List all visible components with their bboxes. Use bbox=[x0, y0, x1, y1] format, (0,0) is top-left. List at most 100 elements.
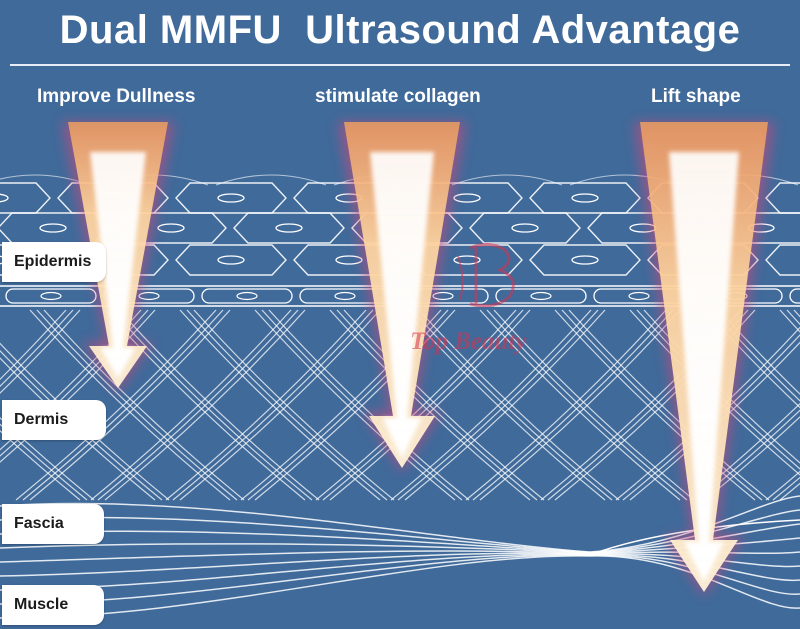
epidermis-cell bbox=[529, 182, 641, 214]
collagen-fiber bbox=[29, 309, 231, 501]
collagen-fiber bbox=[104, 309, 306, 501]
cell-nucleus bbox=[453, 255, 481, 265]
fascia-line bbox=[0, 554, 800, 605]
collagen-fiber bbox=[15, 309, 217, 501]
collagen-fiber bbox=[472, 309, 674, 501]
collagen-fiber bbox=[0, 417, 95, 501]
collagen-fiber bbox=[704, 416, 800, 501]
collagen-fiber bbox=[411, 309, 613, 501]
collagen-fiber bbox=[343, 309, 545, 501]
watermark-logo bbox=[457, 243, 515, 308]
layer-label-dermis: Dermis bbox=[2, 400, 106, 440]
fascia-line bbox=[0, 553, 800, 591]
collagen-fiber bbox=[254, 309, 456, 501]
basal-nucleus bbox=[530, 291, 552, 301]
cell-nucleus bbox=[217, 193, 245, 203]
benefit-label-collagen: stimulate collagen bbox=[315, 86, 481, 107]
epidermis-cell bbox=[175, 244, 287, 276]
collagen-fiber bbox=[336, 309, 538, 501]
collagen-fiber bbox=[561, 309, 763, 501]
epidermis-cell bbox=[529, 244, 641, 276]
collagen-fiber bbox=[97, 309, 299, 501]
collagen-fiber bbox=[90, 309, 292, 501]
collagen-fiber bbox=[397, 309, 599, 501]
cell-nucleus bbox=[571, 255, 599, 265]
collagen-fiber bbox=[568, 309, 770, 501]
collagen-fiber bbox=[493, 309, 695, 501]
benefit-label-lift: Lift shape bbox=[651, 86, 741, 107]
collagen-fiber bbox=[261, 309, 463, 501]
collagen-fiber bbox=[329, 309, 531, 501]
fascia-muscle-lines bbox=[0, 495, 800, 619]
cell-nucleus bbox=[157, 223, 185, 233]
basal-cell bbox=[5, 288, 97, 304]
collagen-fiber bbox=[268, 309, 470, 501]
basal-cell bbox=[789, 288, 800, 304]
basal-nucleus bbox=[334, 291, 356, 301]
collagen-fiber bbox=[315, 309, 517, 501]
collagen-fiber bbox=[404, 309, 606, 501]
collagen-fiber bbox=[486, 309, 688, 501]
collagen-fiber bbox=[179, 309, 381, 501]
collagen-fiber bbox=[465, 309, 667, 501]
collagen-fiber bbox=[0, 309, 67, 381]
collagen-fiber bbox=[697, 409, 800, 501]
collagen-fiber bbox=[418, 309, 620, 501]
epidermis-cell bbox=[233, 212, 345, 244]
beam-core bbox=[370, 152, 434, 458]
beam-core bbox=[90, 152, 146, 378]
basal-nucleus bbox=[40, 291, 62, 301]
cell-outline bbox=[215, 174, 327, 186]
collagen-fiber bbox=[629, 341, 800, 501]
cell-nucleus bbox=[217, 255, 245, 265]
collagen-fiber bbox=[322, 309, 524, 501]
collagen-fiber bbox=[329, 309, 531, 501]
epidermis-cell bbox=[0, 182, 51, 214]
fascia-line bbox=[0, 523, 800, 554]
collagen-fiber bbox=[172, 309, 374, 501]
cell-nucleus bbox=[275, 223, 303, 233]
fascia-line bbox=[0, 509, 800, 554]
cell-nucleus bbox=[0, 193, 9, 203]
collagen-fiber bbox=[0, 429, 81, 501]
basal-nucleus bbox=[432, 291, 454, 301]
cell-nucleus bbox=[453, 193, 481, 203]
layer-label-muscle: Muscle bbox=[2, 585, 104, 625]
collagen-fiber bbox=[29, 309, 231, 501]
collagen-fiber bbox=[43, 309, 245, 501]
ultrasound-beams bbox=[62, 122, 774, 596]
collagen-fiber bbox=[479, 309, 681, 501]
collagen-fiber bbox=[0, 309, 74, 388]
beam-core bbox=[669, 152, 739, 582]
basal-cell bbox=[201, 288, 293, 304]
cell-outline bbox=[451, 174, 563, 186]
cell-nucleus bbox=[571, 193, 599, 203]
basal-cell bbox=[495, 288, 587, 304]
fascia-line bbox=[0, 495, 800, 553]
cell-nucleus bbox=[335, 255, 363, 265]
collagen-fiber bbox=[111, 309, 313, 501]
watermark-text: Top Beauty bbox=[410, 328, 527, 355]
collagen-fiber bbox=[0, 423, 88, 501]
cell-nucleus bbox=[39, 223, 67, 233]
cell-nucleus bbox=[511, 223, 539, 233]
collagen-fiber bbox=[390, 309, 592, 501]
fascia-line bbox=[0, 550, 800, 563]
layer-label-epidermis: Epidermis bbox=[2, 242, 106, 282]
collagen-fiber bbox=[254, 309, 456, 501]
epidermis-cell bbox=[765, 182, 800, 214]
basal-nucleus bbox=[138, 291, 160, 301]
collagen-fiber bbox=[765, 470, 800, 501]
collagen-fiber bbox=[404, 309, 606, 501]
collagen-fiber bbox=[22, 309, 224, 501]
basal-nucleus bbox=[628, 291, 650, 301]
epidermis-cell bbox=[469, 212, 581, 244]
collagen-fiber bbox=[36, 309, 238, 501]
ultrasound-beam bbox=[634, 122, 774, 596]
epidermis-cell bbox=[765, 244, 800, 276]
page-title: Dual MMFU Ultrasound Advantage bbox=[59, 8, 741, 52]
layer-label-fascia: Fascia bbox=[2, 504, 104, 544]
fascia-line bbox=[589, 519, 800, 556]
